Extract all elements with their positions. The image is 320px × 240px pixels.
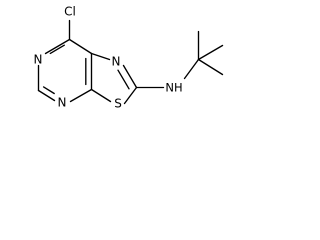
- bond-c7-n-top-left: [44, 38, 71, 55]
- atom-label-cl: Cl: [64, 5, 76, 19]
- bond-nh-cq: [183, 58, 200, 80]
- bond-n-bottom-left-c-bottom: [69, 88, 93, 103]
- bonds: [37, 19, 224, 105]
- bond-c-right-c7: [68, 38, 93, 55]
- atom-label-s: S: [114, 97, 122, 111]
- chemical-structure: Cl N N N S NH: [34, 5, 224, 111]
- bond-cq-methyl-bottom-right: [197, 58, 224, 76]
- atom-label-n-thiazole: N: [112, 55, 121, 69]
- structure-canvas: Cl N N N S NH: [0, 0, 242, 138]
- bond-cq-methyl-right: [197, 44, 224, 61]
- atom-label-nh: NH: [165, 81, 182, 95]
- atom-label-n-top-left: N: [34, 53, 43, 67]
- bond-c-left-n-bottom-left: [37, 89, 56, 102]
- bond-c7-n-top-left-inner: [49, 44, 65, 55]
- bond-n-thiazole-c2-inner: [117, 69, 130, 90]
- bond-c-bottom-s: [90, 88, 112, 103]
- bond-c-left-n-bottom-left-inner: [42, 86, 55, 95]
- atom-labels: Cl N N N S NH: [34, 5, 183, 111]
- atom-label-n-bottom-left: N: [58, 96, 67, 110]
- bond-s-c2: [123, 86, 138, 105]
- bond-c-right-n-thiazole: [90, 52, 111, 61]
- bond-n-thiazole-c2: [122, 64, 138, 89]
